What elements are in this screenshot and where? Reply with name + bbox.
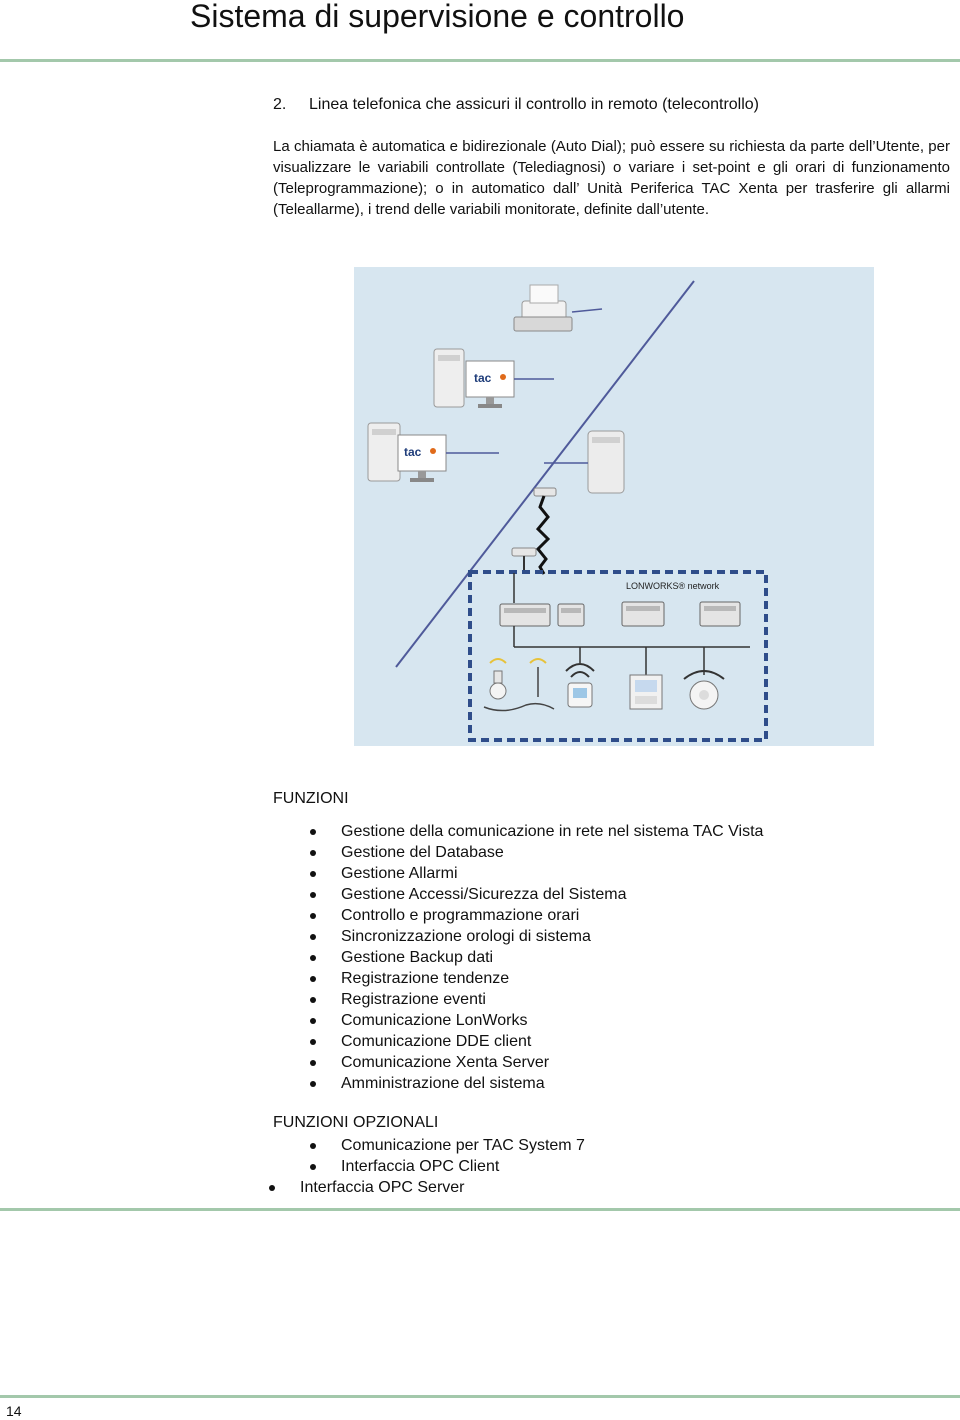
controller-icon <box>499 603 551 627</box>
modem-icon <box>511 547 537 573</box>
list-item: Registrazione tendenze <box>309 968 763 989</box>
server-icon <box>544 430 625 494</box>
funzioni-opzionali-heading: FUNZIONI OPZIONALI <box>273 1114 439 1131</box>
intro-paragraph: La chiamata è automatica e bidirezionale… <box>273 138 950 218</box>
modem-icon <box>533 487 557 497</box>
list-item: Gestione Allarmi <box>309 863 763 884</box>
tac-logo-2: tac <box>404 445 422 459</box>
list-item: Gestione della comunicazione in rete nel… <box>309 823 764 840</box>
list-item: Registrazione eventi <box>309 989 763 1010</box>
controller-icon <box>699 601 741 627</box>
list-item: Comunicazione LonWorks <box>309 1010 763 1031</box>
section-rule <box>0 1208 960 1211</box>
wireless-sensor-icon <box>565 663 595 708</box>
footer-rule <box>0 1395 960 1398</box>
telecontrol-line <box>395 280 695 668</box>
network-diagram: tac tac <box>354 267 874 746</box>
section-number: 2. <box>273 96 287 113</box>
section-title: Linea telefonica che assicuri il control… <box>309 96 759 113</box>
list-item: Controllo e programmazione orari <box>309 905 763 926</box>
list-item: Gestione Accessi/Sicurezza del Sistema <box>309 884 763 905</box>
list-item: Comunicazione Xenta Server <box>309 1052 763 1073</box>
section-heading: 2. Linea telefonica che assicuri il contr… <box>273 96 759 114</box>
wireless-detector-icon <box>683 670 725 710</box>
phone-link <box>535 495 551 575</box>
list-item: Gestione del Database <box>309 842 763 863</box>
list-item: Interfaccia OPC Server <box>269 1179 465 1196</box>
opzionali-list-outdented: Interfaccia OPC Server <box>269 1177 465 1198</box>
list-item: Amministrazione del sistema <box>309 1073 763 1094</box>
list-item: Sincronizzazione orologi di sistema <box>309 926 763 947</box>
list-item: Comunicazione DDE client <box>309 1031 763 1052</box>
funzioni-list: Gestione della comunicazione in rete nel… <box>309 821 764 1094</box>
list-item: Interfaccia OPC Client <box>310 1156 585 1177</box>
workstation-icon: tac <box>367 422 499 482</box>
network-label: LONWORKS® network <box>626 581 720 591</box>
access-panel-icon <box>629 674 663 710</box>
page-title: Sistema di supervisione e controllo <box>190 0 685 34</box>
list-item: Comunicazione per TAC System 7 <box>310 1137 585 1154</box>
controller-icon <box>621 601 665 627</box>
funzioni-heading: FUNZIONI <box>273 790 349 807</box>
workstation-icon: tac <box>433 348 554 408</box>
tac-logo-1: tac <box>474 371 492 385</box>
printer-icon <box>513 284 603 332</box>
controller-icon <box>557 603 585 627</box>
sensor-icon <box>483 658 555 712</box>
lonworks-network-frame <box>468 570 768 742</box>
header-rule <box>0 59 960 62</box>
list-item: Gestione Backup dati <box>309 947 763 968</box>
page-number: 14 <box>6 1403 22 1419</box>
opzionali-list: Comunicazione per TAC System 7 Interfacc… <box>310 1135 585 1177</box>
